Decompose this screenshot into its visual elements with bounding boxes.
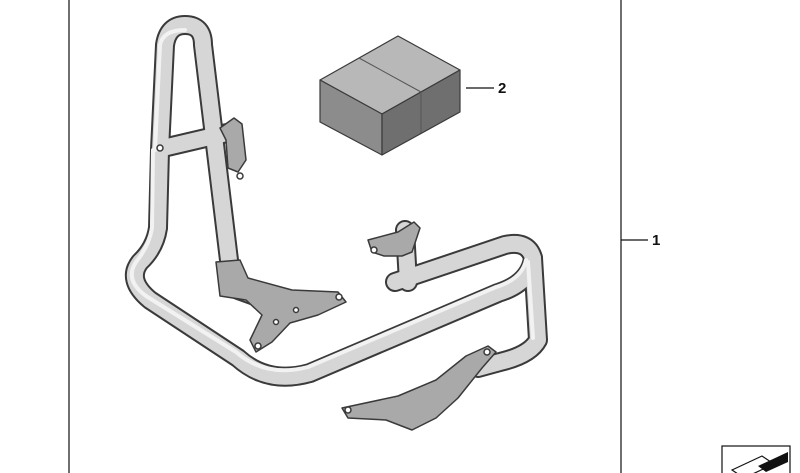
fastener-kit-box — [319, 35, 461, 156]
callout-1: 1 — [621, 232, 660, 249]
callout-2: 2 — [466, 80, 506, 97]
assembly-frame — [68, 0, 622, 473]
right-upper-bracket — [367, 221, 421, 257]
upper-bracket — [219, 117, 247, 173]
callout-2-number: 2 — [498, 80, 506, 97]
corner-badge-icon — [721, 445, 791, 473]
mounting-brackets — [156, 117, 497, 431]
lower-bracket — [341, 345, 497, 431]
mid-bracket — [215, 259, 347, 353]
box-tape-line — [358, 57, 422, 133]
callout-1-number: 1 — [652, 232, 660, 249]
